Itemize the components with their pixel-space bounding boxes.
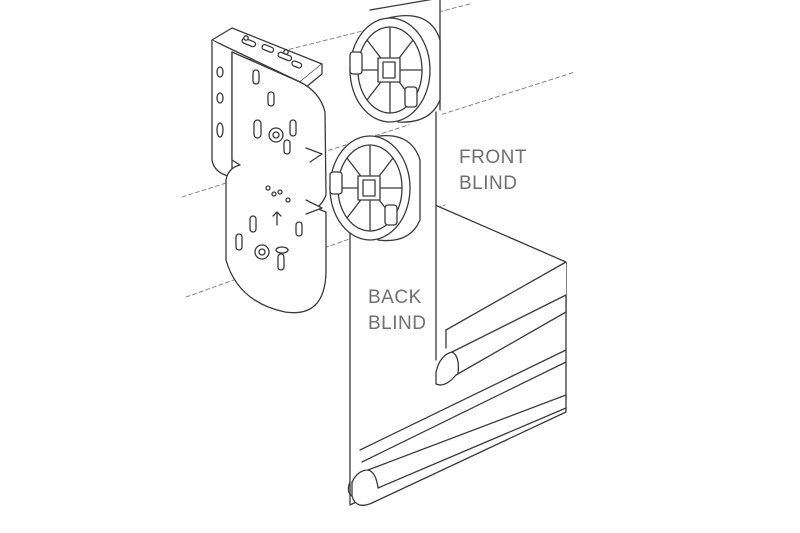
back-blind-label-line2: BLIND	[368, 313, 427, 334]
fabric-band-lines	[359, 349, 567, 463]
back-roller-end-cap	[329, 134, 421, 242]
back-blind-label-line1: BACK	[368, 287, 422, 308]
back-blind-label: BACK BLIND	[368, 285, 426, 337]
front-blind-label-line2: BLIND	[459, 173, 518, 194]
front-roller-end-cap	[349, 14, 441, 123]
mounting-bracket	[211, 27, 327, 314]
front-blind-label-line1: FRONT	[459, 147, 527, 168]
front-blind-label: FRONT BLIND	[459, 145, 527, 197]
